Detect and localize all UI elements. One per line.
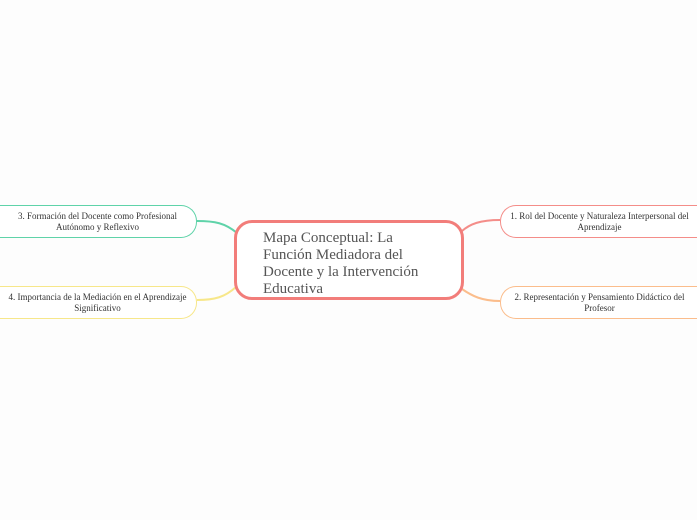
connector-topic-1 xyxy=(461,219,501,232)
connector-topic-4 xyxy=(196,286,237,301)
central-topic-node[interactable]: Mapa Conceptual: La Función Mediadora de… xyxy=(234,220,464,300)
topic-label-1: 1. Rol del Docente y Naturaleza Interper… xyxy=(510,210,689,232)
central-topic-title: Mapa Conceptual: La Función Mediadora de… xyxy=(263,230,419,297)
topic-node-4[interactable]: 4. Importancia de la Mediación en el Apr… xyxy=(0,286,197,319)
topic-label-4: 4. Importancia de la Mediación en el Apr… xyxy=(8,291,187,313)
topic-node-2[interactable]: 2. Representación y Pensamiento Didáctic… xyxy=(500,286,697,319)
topic-label-3: 3. Formación del Docente como Profesiona… xyxy=(18,210,177,232)
connector-topic-3 xyxy=(196,220,238,234)
topic-node-1[interactable]: 1. Rol del Docente y Naturaleza Interper… xyxy=(500,205,697,238)
topic-label-2: 2. Representación y Pensamiento Didáctic… xyxy=(514,291,685,313)
topic-node-3[interactable]: 3. Formación del Docente como Profesiona… xyxy=(0,205,197,238)
connector-topic-2 xyxy=(461,288,501,302)
